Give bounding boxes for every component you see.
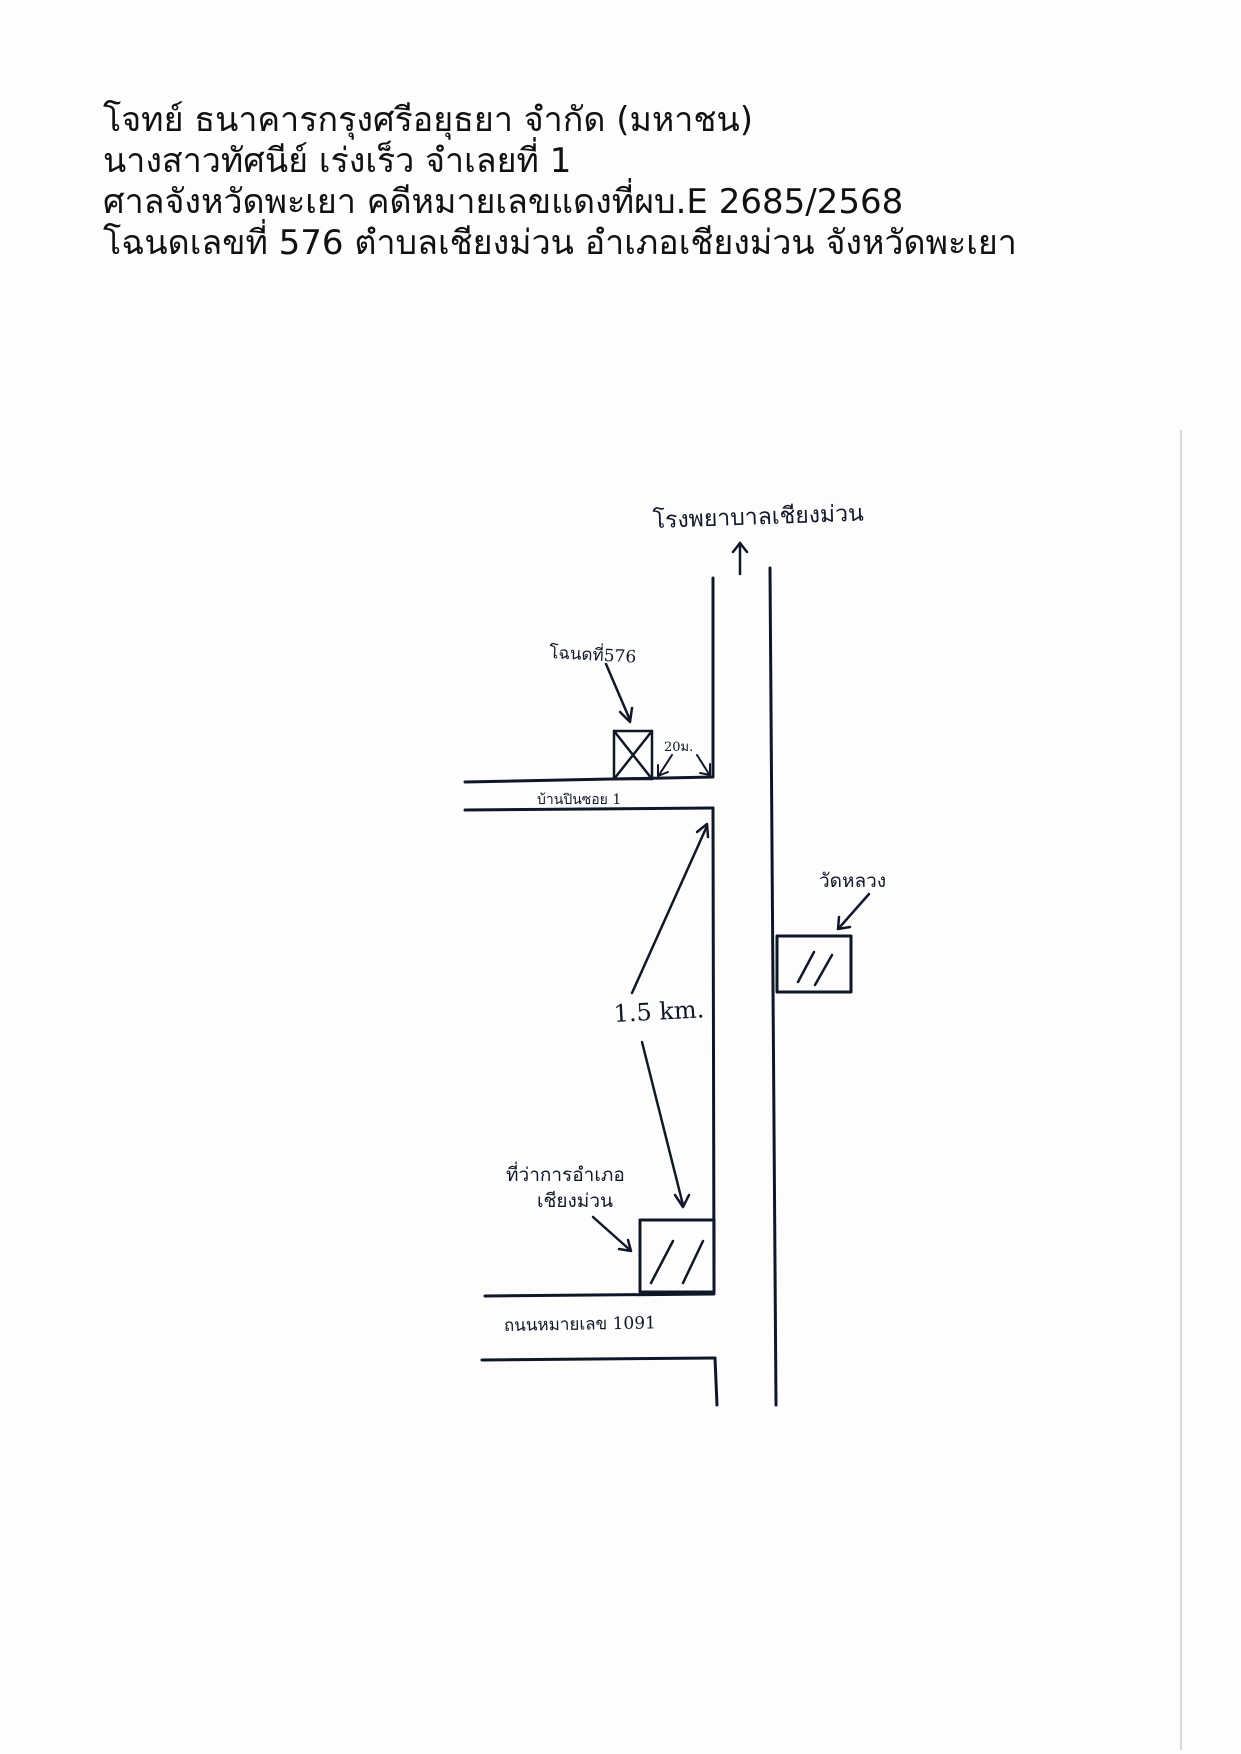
distance-arrow-b-head: [699, 763, 711, 776]
main-road-left-edge-lower: [713, 1356, 719, 1407]
temple-pointer-arrow: [837, 892, 871, 930]
distance-label: 1.5 km.: [613, 995, 705, 1028]
deed-location-line: โฉนดเลขที่ 576 ตำบลเชียงม่วน อำเภอเชียงม…: [103, 223, 1017, 263]
temple-hatch-b: [813, 953, 834, 987]
deed-pointer-arrow: [604, 662, 632, 722]
north-arrow-head: [731, 541, 749, 554]
district-office-hatch-b: [681, 1239, 705, 1285]
distance-arrow-down: [640, 1040, 685, 1207]
soi-road-bottom-edge: [463, 806, 715, 812]
hospital-label: โรงพยาบาลเชียงม่วน: [652, 500, 864, 534]
main-road-right-edge: [768, 566, 778, 1407]
deed-label: โฉนดที่576: [549, 640, 637, 668]
page-edge: [1180, 430, 1182, 1750]
district-office-pointer-arrowhead: [617, 1238, 633, 1253]
court-case-line: ศาลจังหวัดพะเยา คดีหมายเลขแดงที่ผบ.E 268…: [103, 182, 904, 222]
deed-plot-square: [612, 729, 654, 781]
highway-label: ถนนหมายเลข 1091: [504, 1313, 656, 1336]
defendant-line: นางสาวทัศนีย์ เร่งเร็ว จำเลยที่ 1: [103, 141, 572, 181]
district-office-label-1: ที่ว่าการอำเภอ: [506, 1161, 625, 1186]
deed-pointer-arrowhead: [618, 706, 634, 724]
plaintiff-line: โจทย์ ธนาคารกรุงศรีอยุธยา จำกัด (มหาชน): [103, 100, 753, 140]
distance-arrow-up-head: [695, 822, 710, 839]
district-office-hatch-a: [649, 1239, 675, 1285]
district-office-pointer-arrow: [591, 1215, 632, 1252]
highway-top-edge: [483, 1292, 716, 1298]
district-office-label-2: เชียงม่วน: [537, 1190, 613, 1212]
distance-20m-label: 20ม.: [664, 740, 693, 755]
temple-hatch-a: [796, 950, 816, 984]
highway-bottom-edge: [480, 1356, 717, 1362]
document-header: โจทย์ ธนาคารกรุงศรีอยุธยา จำกัด (มหาชน) …: [103, 100, 1163, 264]
distance-arrow-a-head: [657, 764, 669, 777]
distance-arrow-up: [630, 824, 709, 995]
deed-plot-cross-b: [612, 729, 654, 781]
distance-arrow-b: [696, 754, 710, 775]
temple-plot: [775, 934, 853, 994]
temple-label: วัดหลวง: [819, 870, 886, 892]
soi-label: บ้านปินซอย 1: [537, 792, 621, 808]
distance-arrow-down-head: [673, 1193, 691, 1209]
soi-road-top-edge: [463, 775, 715, 784]
distance-arrow-a: [658, 754, 673, 776]
district-office-plot: [638, 1218, 716, 1294]
main-road-left-edge-middle: [711, 806, 716, 1294]
temple-pointer-arrowhead: [836, 915, 852, 931]
